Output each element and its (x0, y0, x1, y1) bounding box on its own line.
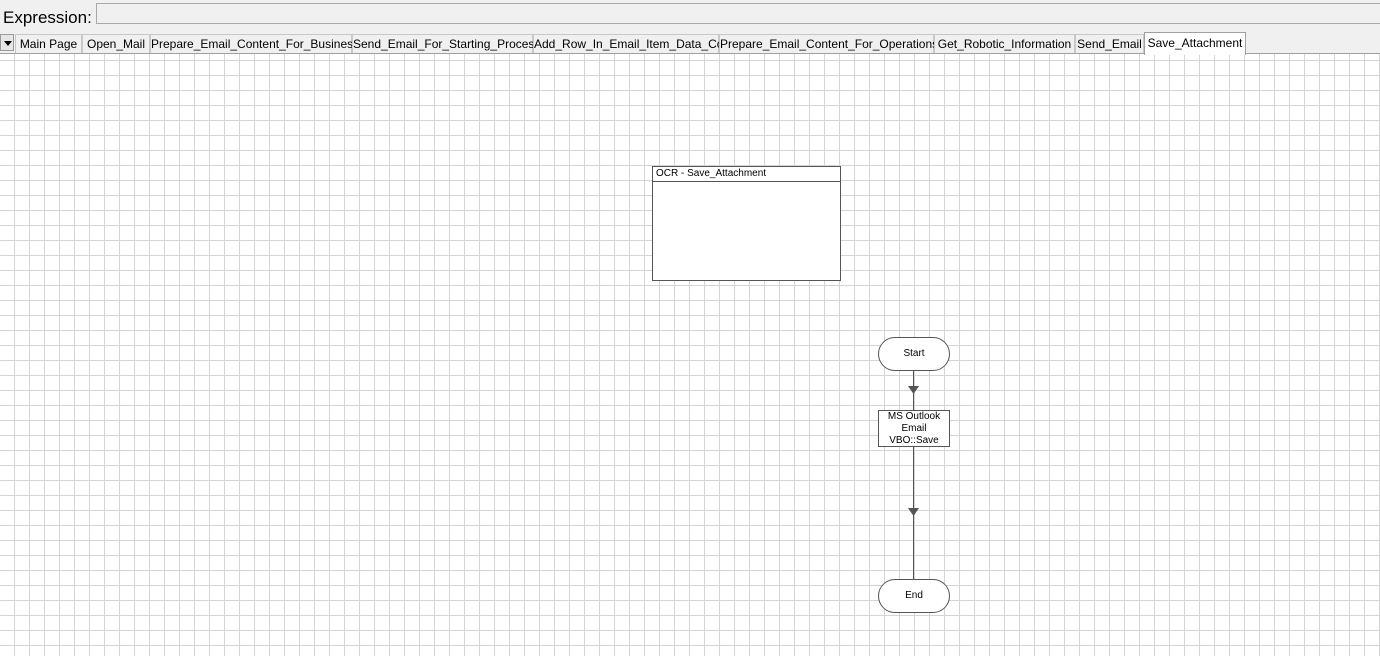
expression-input[interactable] (96, 3, 1380, 24)
tab-main-page[interactable]: Main Page (15, 34, 82, 54)
arrow-head-action-to-end (908, 508, 919, 516)
tab-send-email-for-starting-process[interactable]: Send_Email_For_Starting_Process (352, 34, 540, 54)
tab-prepare-email-content-for-business[interactable]: Prepare_Email_Content_For_Business (150, 34, 359, 54)
note-title: OCR - Save_Attachment (653, 167, 840, 182)
start-stage[interactable]: Start (878, 337, 950, 371)
expression-label: Expression: (3, 8, 92, 27)
tab-list-dropdown-button[interactable] (0, 34, 14, 51)
process-diagram-canvas[interactable]: OCR - Save_Attachment Start MS Outlook E… (0, 54, 1380, 656)
note-ocr-save-attachment[interactable]: OCR - Save_Attachment (652, 166, 841, 281)
expression-bar: Expression: (0, 0, 1380, 32)
tab-prepare-email-content-for-operations[interactable]: Prepare_Email_Content_For_Operations (719, 34, 938, 54)
action-stage-ms-outlook-save-attachment[interactable]: MS Outlook Email VBO::Save Attachment (878, 410, 950, 447)
connector-layer (908, 371, 919, 579)
tab-get-robotic-information[interactable]: Get_Robotic_Information (934, 34, 1075, 54)
arrow-head-start-to-action (908, 386, 919, 394)
tab-open-mail[interactable]: Open_Mail (82, 34, 150, 54)
end-stage[interactable]: End (878, 579, 950, 613)
tab-add-row-in-email-item-data-col[interactable]: Add_Row_In_Email_Item_Data_Col (533, 34, 726, 54)
tab-save-attachment[interactable]: Save_Attachment (1144, 32, 1246, 55)
page-tab-strip: Main Page Open_Mail Prepare_Email_Conten… (0, 32, 1380, 55)
tab-send-email[interactable]: Send_Email (1075, 34, 1144, 54)
